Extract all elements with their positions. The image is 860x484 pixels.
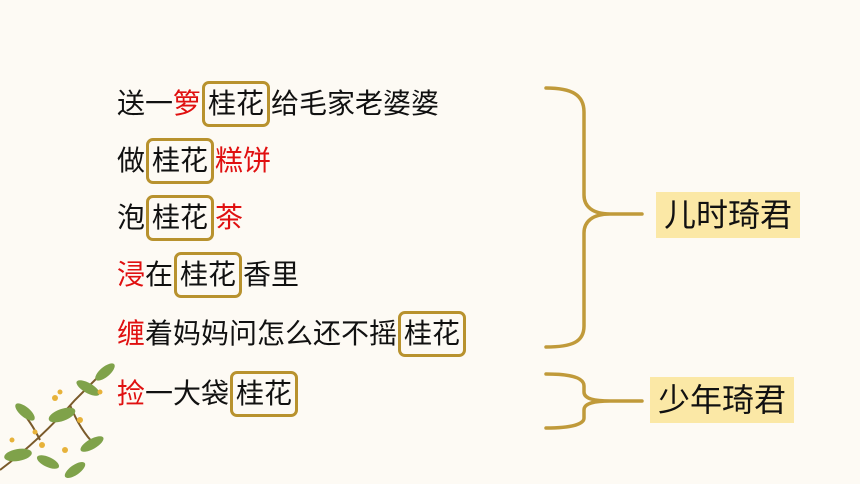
highlight-word: 浸 (117, 258, 146, 291)
osmanthus-keyword-box: 桂花 (174, 252, 243, 298)
text-segment: 做 (117, 144, 146, 177)
text-line-4: 浸在桂花香里 (117, 252, 300, 298)
osmanthus-keyword-box: 桂花 (202, 81, 271, 127)
text-segment: 给毛家老婆婆 (271, 87, 440, 120)
highlight-word: 缠 (117, 317, 146, 350)
osmanthus-keyword-box: 桂花 (398, 311, 467, 357)
text-segment: 着妈妈问怎么还不摇 (145, 317, 398, 350)
text-segment: 香里 (243, 258, 300, 291)
highlight-word: 捡 (117, 377, 146, 410)
highlight-word: 糕饼 (215, 144, 272, 177)
highlight-word: 茶 (215, 201, 244, 234)
childhood-brace (544, 86, 644, 349)
osmanthus-keyword-box: 桂花 (146, 195, 215, 241)
text-segment: 泡 (117, 201, 146, 234)
text-line-6: 捡一大袋桂花 (117, 371, 299, 417)
text-line-1: 送一箩桂花给毛家老婆婆 (117, 81, 440, 127)
osmanthus-keyword-box: 桂花 (230, 371, 299, 417)
text-segment: 在 (145, 258, 174, 291)
text-line-5: 缠着妈妈问怎么还不摇桂花 (117, 311, 467, 357)
youth-label: 少年琦君 (650, 377, 795, 423)
text-line-2: 做桂花糕饼 (117, 138, 272, 184)
text-segment: 一大袋 (145, 377, 230, 410)
youth-brace (544, 372, 644, 430)
childhood-label: 儿时琦君 (656, 192, 801, 238)
highlight-word: 箩 (173, 87, 202, 120)
text-segment: 送一 (117, 87, 174, 120)
osmanthus-keyword-box: 桂花 (146, 138, 215, 184)
text-line-3: 泡桂花茶 (117, 195, 244, 241)
